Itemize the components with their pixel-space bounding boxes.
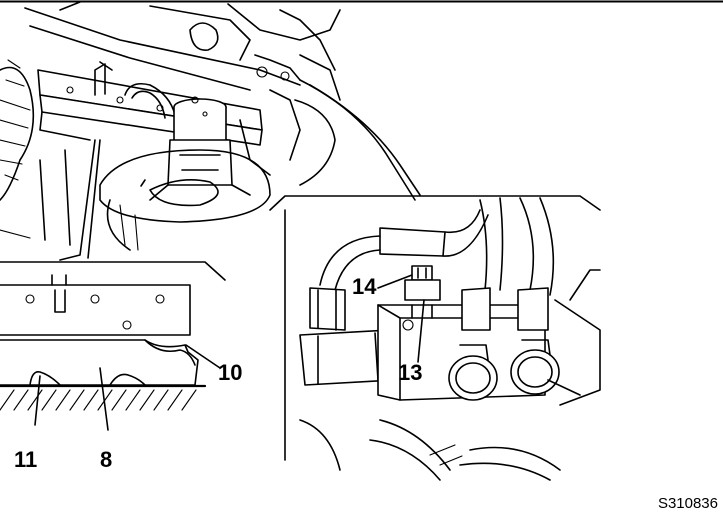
callout-13: 13 [398, 360, 422, 385]
figure-id: S310836 [658, 495, 718, 512]
machine-overview [0, 1, 341, 251]
callout-14: 14 [352, 274, 377, 299]
bracket-detail [0, 261, 226, 431]
valve-block-detail [269, 195, 601, 481]
detail-leader-right [299, 79, 416, 201]
callout-8: 8 [100, 447, 112, 472]
callout-11: 11 [14, 447, 37, 472]
detail-leader-left-2 [87, 139, 101, 259]
callout-10: 10 [218, 360, 242, 385]
detail-leader-right-2 [309, 84, 421, 196]
detail-leader-left [59, 139, 96, 261]
